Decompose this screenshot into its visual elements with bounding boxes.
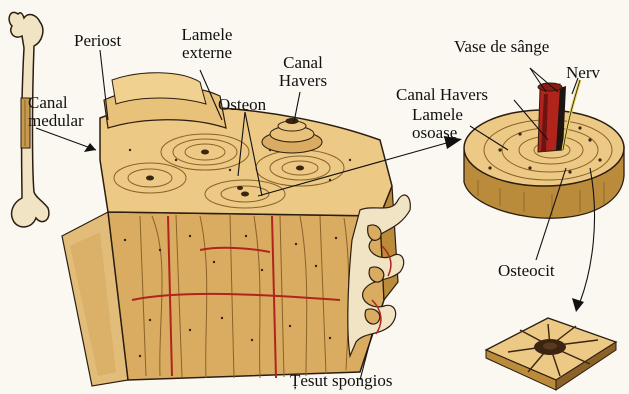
label-nerv: Nerv [566,64,600,82]
label-vase-de-sange: Vase de sânge [454,38,549,56]
label-canal-medular: Canal medular [28,94,102,130]
label-osteocit: Osteocit [498,262,555,280]
label-periost: Periost [74,32,121,50]
label-osteon: Osteon [218,96,266,114]
label-canal-havers-left: Canal Havers [270,54,336,90]
label-tesut-spongios: Țesut spongios [290,372,392,390]
osteocyte-illustration [486,318,616,390]
label-lamele-osoase: Lamele osoase [412,106,468,142]
label-canal-havers-right: Canal Havers [396,86,488,104]
label-lamele-externe: Lamele externe [168,26,246,62]
bone-block-illustration [62,73,410,386]
